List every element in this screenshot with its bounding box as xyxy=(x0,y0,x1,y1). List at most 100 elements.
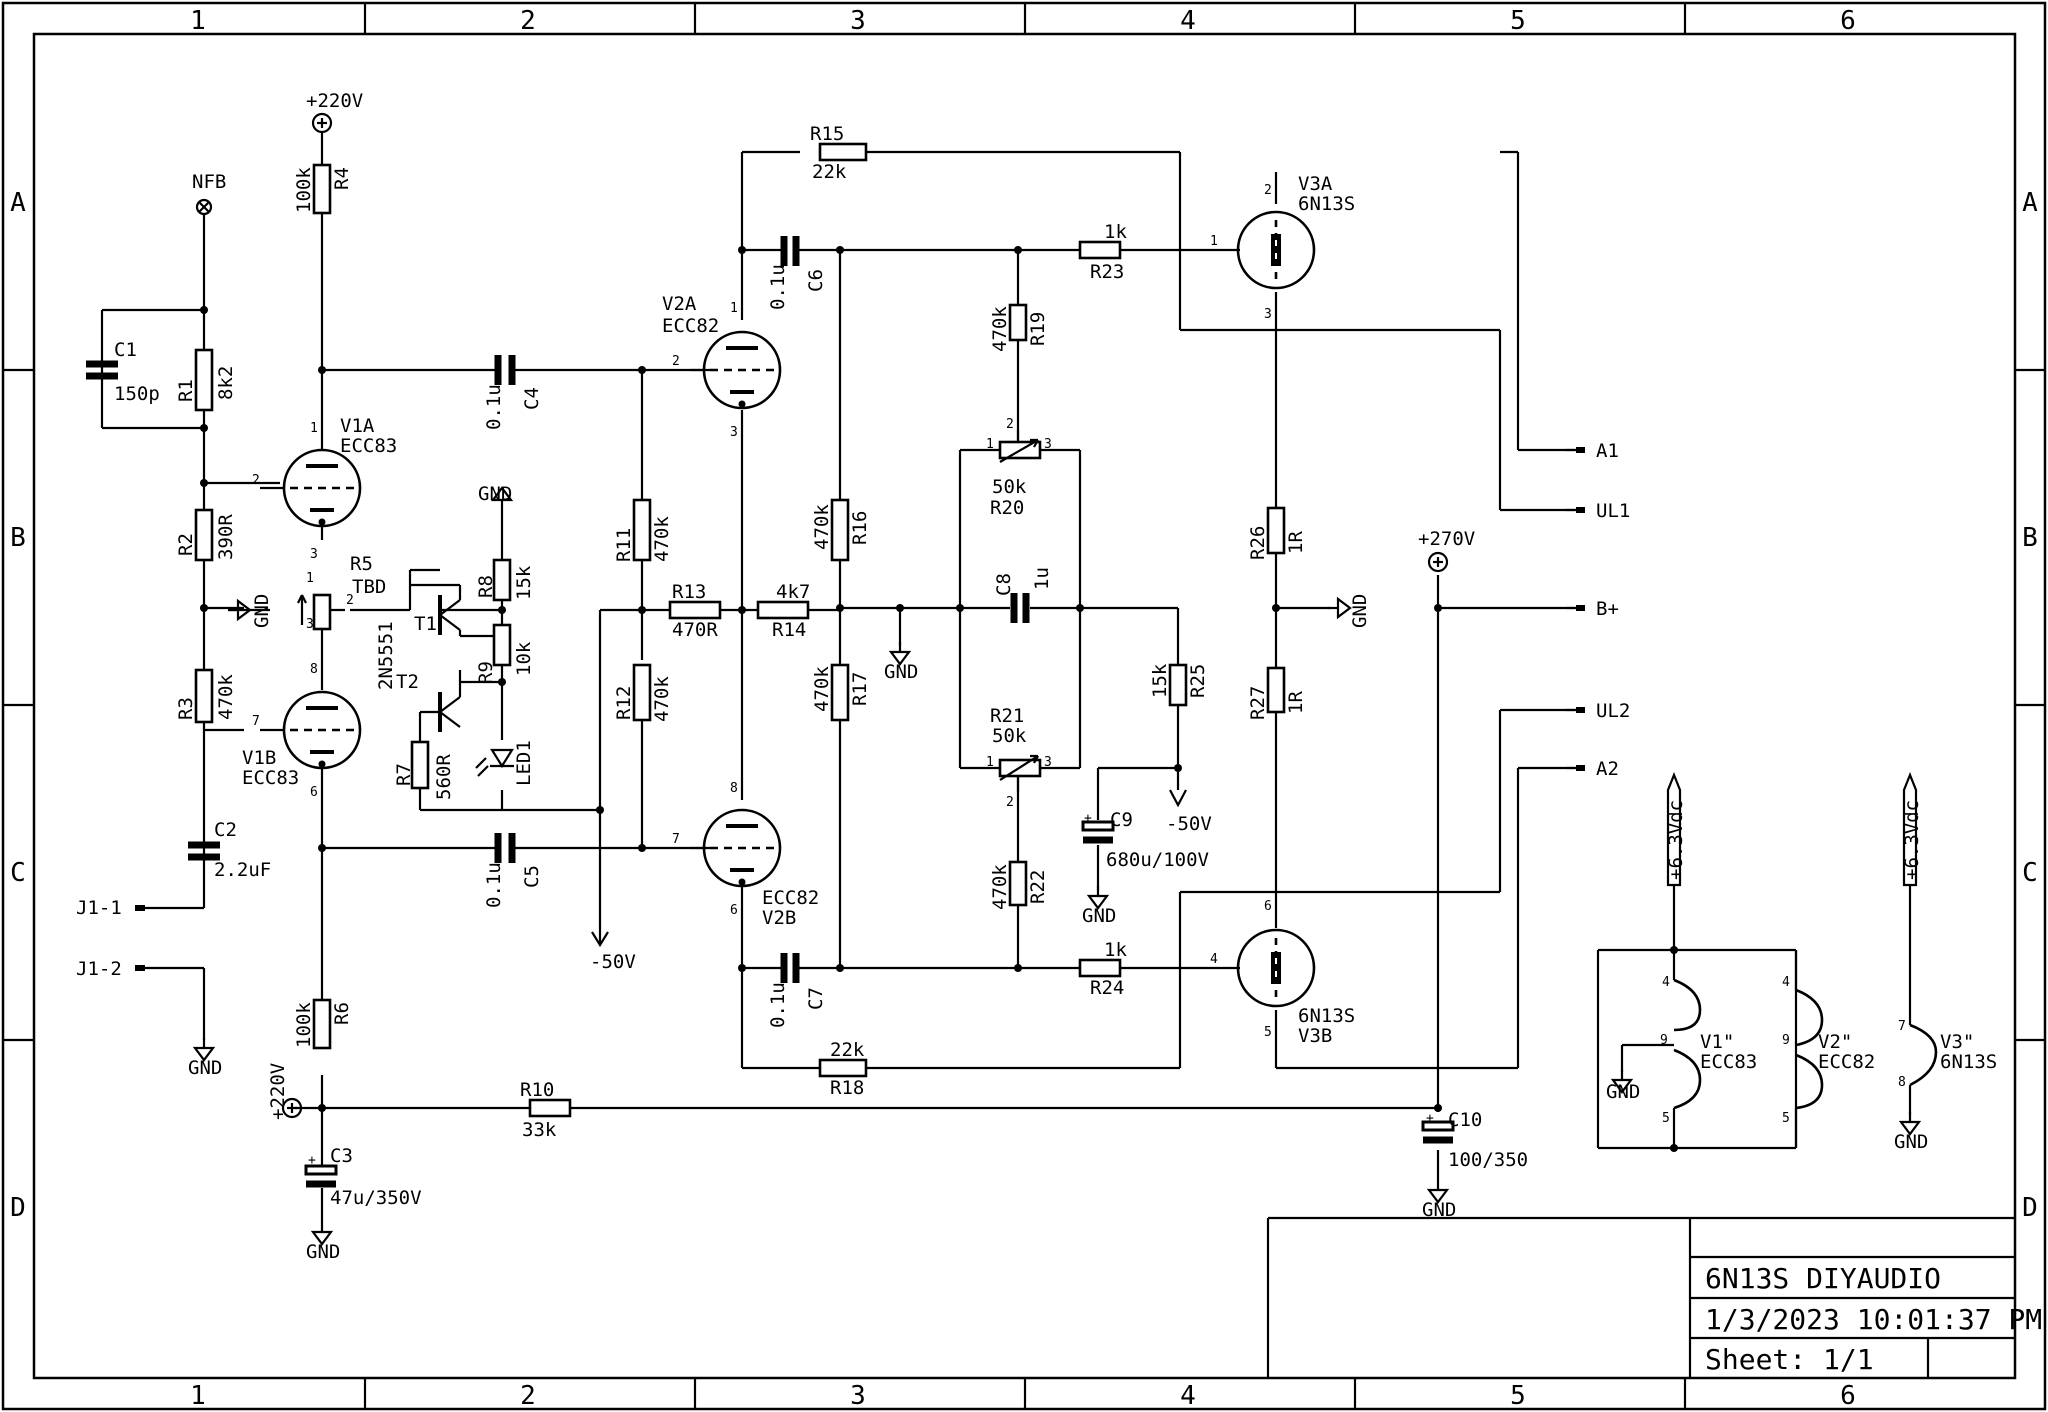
r27-ref: R27 xyxy=(1247,686,1269,720)
gnd-label: GND xyxy=(1082,905,1116,927)
c2-ref: C2 xyxy=(214,819,237,841)
led1-ref: LED1 xyxy=(513,740,535,786)
c8-ref: C8 xyxy=(993,573,1015,596)
svg-text:7: 7 xyxy=(672,832,680,847)
c7-value: 0.1u xyxy=(767,982,789,1028)
row-label: A xyxy=(2022,188,2038,218)
col-label: 3 xyxy=(850,1381,866,1411)
tube-v2b xyxy=(690,808,782,888)
j1-1-label: J1-1 xyxy=(76,897,122,919)
row-label: C xyxy=(10,858,26,888)
r3-value: 470k xyxy=(215,674,237,720)
v1a-type: ECC83 xyxy=(340,435,397,457)
r27-value: 1R xyxy=(1285,691,1307,714)
r17-value: 470k xyxy=(811,666,833,712)
svg-text:2: 2 xyxy=(1264,183,1272,198)
sheet-title: 6N13S DIYAUDIO xyxy=(1705,1262,1941,1295)
svg-text:1: 1 xyxy=(310,421,318,436)
v1a-ref: V1A xyxy=(340,415,375,437)
r25-value: 15k xyxy=(1149,663,1171,698)
gnd-label: GND xyxy=(1606,1081,1640,1103)
svg-text:9: 9 xyxy=(1782,1033,1790,1048)
r4-ref: R4 xyxy=(331,167,353,190)
svg-text:6: 6 xyxy=(310,785,318,800)
led1 xyxy=(475,748,514,777)
v2a-type: ECC82 xyxy=(662,315,719,337)
svg-text:2: 2 xyxy=(672,354,680,369)
r14-ref: R14 xyxy=(772,619,806,641)
svg-text:1: 1 xyxy=(730,301,738,316)
t2-ref: T2 xyxy=(396,671,419,693)
gnd-label: GND xyxy=(1349,594,1371,628)
r25-ref: R25 xyxy=(1187,664,1209,698)
col-label: 6 xyxy=(1840,6,1856,36)
r7-ref: R7 xyxy=(393,763,415,786)
c1-value: 150p xyxy=(114,383,160,405)
r16-ref: R16 xyxy=(849,511,871,545)
r26-value: 1R xyxy=(1285,531,1307,554)
heater-coils xyxy=(1673,978,1938,1110)
v3b-ref: V3B xyxy=(1298,1025,1332,1047)
r8-ref: R8 xyxy=(475,575,497,598)
col-label: 5 xyxy=(1510,6,1526,36)
svg-text:3: 3 xyxy=(730,425,738,440)
resistor-bodies xyxy=(194,142,1286,1118)
r24-value: 1k xyxy=(1104,939,1127,961)
svg-text:5: 5 xyxy=(1782,1111,1790,1126)
r1-value: 8k2 xyxy=(215,366,237,400)
v2h-ref: V2" xyxy=(1818,1031,1852,1053)
v2b-type: ECC82 xyxy=(762,887,819,909)
r21-ref: R21 xyxy=(990,705,1024,727)
v2h-type: ECC82 xyxy=(1818,1051,1875,1073)
svg-text:1: 1 xyxy=(986,755,994,770)
c9-ref: C9 xyxy=(1110,809,1133,831)
svg-text:2: 2 xyxy=(346,593,354,608)
col-label: 5 xyxy=(1510,1381,1526,1411)
r24-ref: R24 xyxy=(1090,977,1124,999)
sheet-number: Sheet: 1/1 xyxy=(1705,1343,1874,1376)
v3b-type: 6N13S xyxy=(1298,1005,1355,1027)
v1h-ref: V1" xyxy=(1700,1031,1734,1053)
sheet-date: 1/3/2023 10:01:37 PM xyxy=(1705,1303,2042,1336)
row-label: B xyxy=(10,523,26,553)
svg-text:9: 9 xyxy=(1660,1033,1668,1048)
gnd-label: GND xyxy=(251,594,273,628)
r12-ref: R12 xyxy=(613,686,635,720)
r9-ref: R9 xyxy=(475,661,497,684)
r23-ref: R23 xyxy=(1090,261,1124,283)
r6-ref: R6 xyxy=(331,1002,353,1025)
svg-text:1: 1 xyxy=(1210,234,1218,249)
r12-value: 470k xyxy=(651,676,673,722)
pin-numbers: 1 2 3 8 7 6 1 2 3 8 7 6 2 1 3 6 4 5 1 2 … xyxy=(252,183,1906,1126)
svg-text:8: 8 xyxy=(730,781,738,796)
r9-value: 10k xyxy=(513,641,535,676)
r13-ref: R13 xyxy=(672,581,706,603)
r13-value: 470R xyxy=(672,619,718,641)
r22-ref: R22 xyxy=(1027,870,1049,904)
junctions xyxy=(200,246,1678,1152)
connector-pins xyxy=(135,445,1587,971)
r5-value: TBD xyxy=(352,576,386,598)
c2-value: 2.2uF xyxy=(214,859,271,881)
c5-value: 0.1u xyxy=(483,862,505,908)
r15-ref: R15 xyxy=(810,123,844,145)
svg-text:5: 5 xyxy=(1662,1111,1670,1126)
r2-ref: R2 xyxy=(175,533,197,556)
tube-v3b xyxy=(1236,928,1316,1008)
rail-220v-top: +220V xyxy=(306,90,363,112)
r10-ref: R10 xyxy=(520,1079,554,1101)
v1b-type: ECC83 xyxy=(242,767,299,789)
j1-2-label: J1-2 xyxy=(76,958,122,980)
tube-v2a xyxy=(690,330,782,410)
tube-v1a xyxy=(260,448,362,528)
heater-supply-1: +6.3Vdc xyxy=(1665,800,1687,880)
svg-text:4: 4 xyxy=(1210,952,1218,967)
r21-value: 50k xyxy=(992,725,1027,747)
row-label: D xyxy=(2022,1193,2038,1223)
ul1-label: UL1 xyxy=(1596,500,1630,522)
row-label: C xyxy=(2022,858,2038,888)
c9-polarity: + xyxy=(1084,811,1092,826)
v3a-ref: V3A xyxy=(1298,173,1333,195)
r20-value: 50k xyxy=(992,476,1027,498)
